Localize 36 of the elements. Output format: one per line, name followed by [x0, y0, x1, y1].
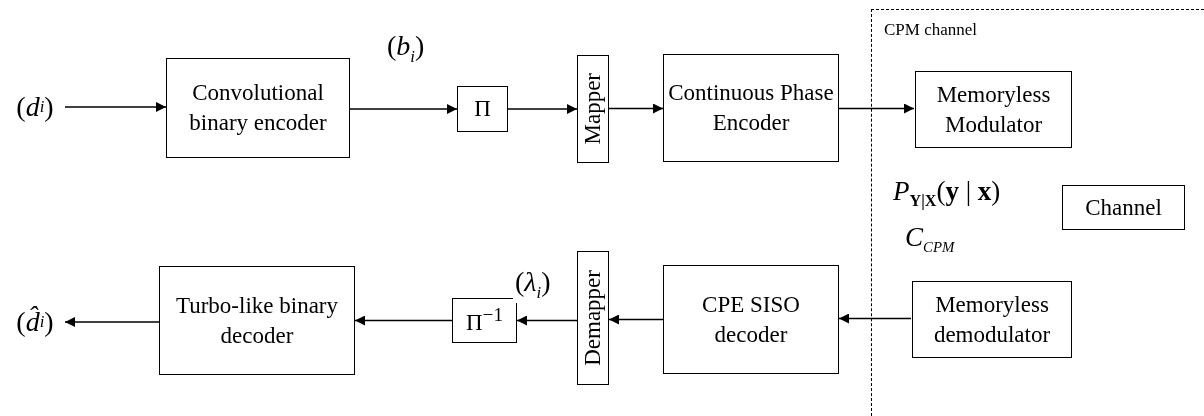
process-box — [663, 265, 839, 374]
process-box — [452, 298, 517, 343]
process-box — [1062, 185, 1185, 230]
arrow — [608, 314, 664, 325]
arrow — [838, 103, 915, 114]
box-label: Demapper — [579, 270, 607, 366]
arrow — [507, 104, 578, 114]
box-label: Continuous Phase Encoder — [667, 79, 835, 137]
box-label: Memoryless Modulator — [935, 80, 1052, 139]
box-label: Channel — [1085, 193, 1162, 222]
math-label: C$_{CPM}$ — [905, 222, 955, 257]
box-label: Mapper — [579, 73, 607, 145]
process-box — [577, 251, 609, 385]
process-box — [915, 71, 1072, 148]
process-box — [663, 54, 839, 162]
arrow — [64, 102, 167, 112]
box-label: Memoryless demodulator — [932, 290, 1052, 349]
dashed-region — [871, 9, 1204, 416]
arrow — [516, 315, 578, 326]
arrow — [838, 313, 912, 324]
math-label: P$_{Y|X}$(y | x) — [893, 176, 1001, 212]
arrow — [349, 104, 458, 114]
box-label: Π$^{−1}$ — [466, 303, 503, 337]
arrow — [608, 103, 664, 114]
arrow — [64, 317, 160, 327]
box-label: CPE SISO decoder — [701, 290, 801, 349]
arrow — [354, 315, 453, 326]
box-label: Turbo-like binary decoder — [174, 291, 340, 350]
process-box — [166, 58, 350, 158]
box-label: Π — [474, 95, 491, 124]
process-box — [577, 55, 609, 163]
box-label: Convolutional binary encoder — [188, 79, 328, 137]
process-box — [912, 281, 1072, 358]
process-box — [159, 266, 355, 375]
region-title: CPM channel — [884, 20, 978, 40]
process-box — [457, 86, 508, 132]
